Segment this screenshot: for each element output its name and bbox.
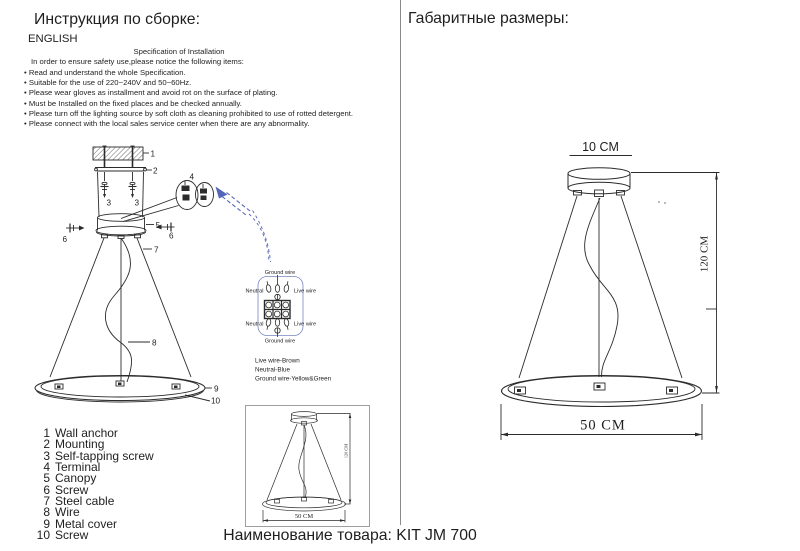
inset-height-label: 120 CM: [344, 444, 349, 458]
callout-9: 9: [214, 385, 219, 394]
wiring-neutral-top: Neutral: [245, 289, 263, 295]
wiring-ground-bottom: Ground wire: [265, 339, 295, 345]
legend-neutral: Neutral-Blue: [255, 367, 290, 374]
callout-6b: 6: [169, 232, 174, 241]
canopy-width-label: 10 CM: [582, 140, 619, 154]
dimension-diagram: [500, 155, 720, 440]
callout-8: 8: [152, 339, 157, 348]
blue-arrow: [215, 186, 271, 263]
wiring-labels: Ground wire Neutral Live wire Neutral Li…: [245, 270, 316, 345]
wiring-legend: Live wire-Brown Neutral-Blue Ground wire…: [255, 358, 332, 383]
screw-right: [156, 222, 175, 232]
inset-diameter-label: 50 CM: [295, 513, 313, 520]
left-heading: Инструкция по сборке:: [34, 11, 200, 28]
callout-1: 1: [151, 150, 156, 159]
callout-numbers: 1 2 3 3 4 5 6 6 7 8 9 10: [63, 150, 221, 406]
inset-diagram: [245, 405, 370, 527]
callout-5: 5: [156, 221, 161, 230]
callout-6a: 6: [63, 235, 68, 244]
spec-item: Suitable for the use of 220~240V and 50~…: [24, 78, 384, 88]
assembly-diagram: [34, 145, 214, 403]
callout-3b: 3: [135, 199, 140, 208]
spec-item: Please turn off the lighting source by s…: [24, 109, 384, 119]
callout-7: 7: [154, 246, 159, 255]
product-name: Наименование товара: KIT JM 700: [223, 527, 477, 544]
ceiling-hatch: [92, 146, 144, 161]
spec-title: Specification of Installation: [133, 47, 225, 56]
height-label: 120 CM: [699, 236, 711, 273]
wiring-diagram: [257, 275, 304, 337]
spec-item: Please connect with the local sales serv…: [24, 119, 384, 129]
legend-live: Live wire-Brown: [255, 358, 300, 365]
terminal-detail: [181, 185, 207, 201]
spec-item: Must be Installed on the fixed places an…: [24, 99, 384, 109]
right-heading: Габаритные размеры:: [408, 10, 569, 27]
legend-ground: Ground wire-Yellow&Green: [255, 376, 332, 383]
callout-10: 10: [211, 397, 221, 406]
callout-4: 4: [190, 173, 195, 182]
spec-block: Specification of Installation In order t…: [24, 47, 384, 130]
wiring-live-bottom: Live wire: [294, 322, 316, 328]
spec-intro: In order to ensure safety use,please not…: [31, 57, 244, 67]
wiring-neutral-bottom: Neutral: [245, 322, 263, 328]
language-label: ENGLISH: [28, 33, 78, 45]
spec-item: Read and understand the whole Specificat…: [24, 68, 384, 78]
callout-3a: 3: [107, 199, 112, 208]
callout-2: 2: [153, 167, 158, 176]
panel-divider: [400, 0, 401, 525]
self-tapping-screw-left: [100, 181, 109, 198]
screw-left: [66, 223, 85, 233]
self-tapping-screw-right: [128, 181, 137, 198]
spec-item: Please wear gloves as installment and av…: [24, 88, 384, 98]
diameter-label: 50 CM: [580, 418, 626, 434]
wiring-ground-top: Ground wire: [265, 270, 295, 276]
wiring-live-top: Live wire: [294, 289, 316, 295]
